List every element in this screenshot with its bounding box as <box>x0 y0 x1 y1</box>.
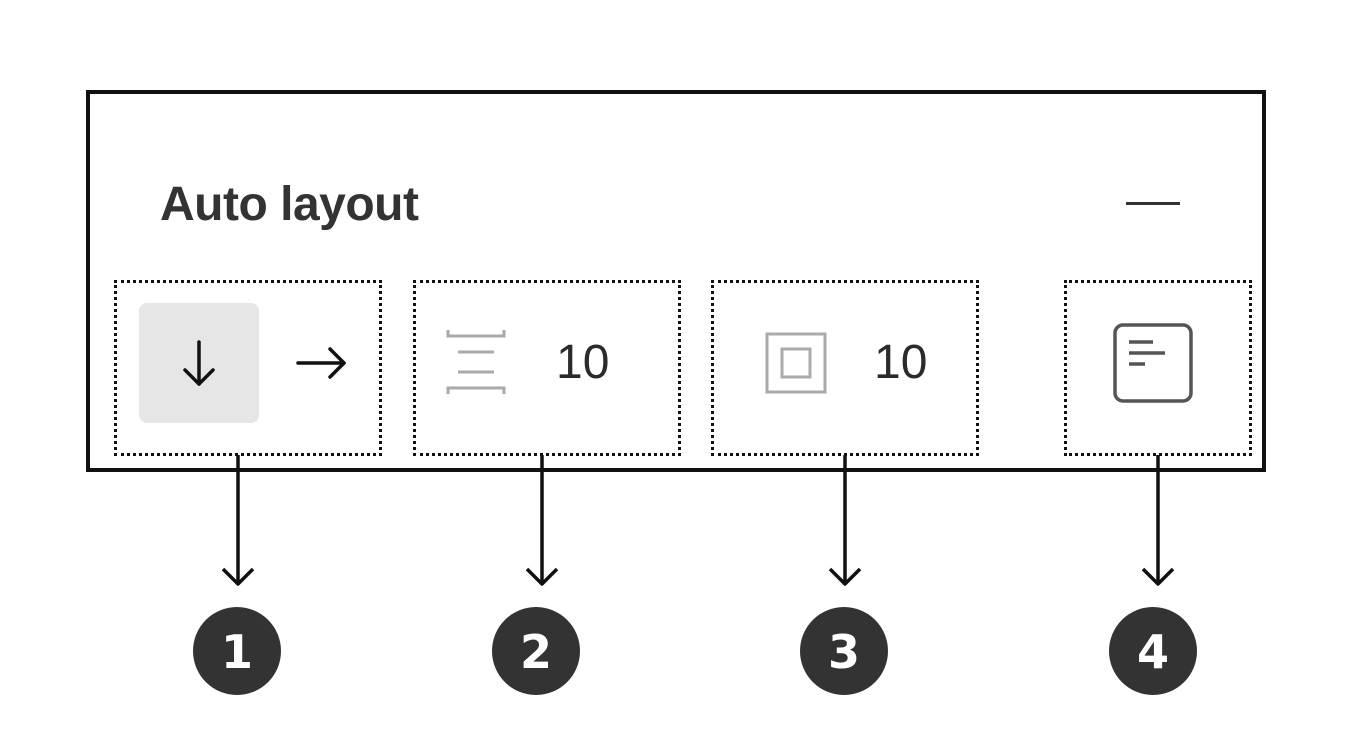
direction-horizontal-button[interactable] <box>262 303 382 423</box>
align-left-text-icon <box>1113 323 1193 403</box>
callout-badge-label-3: 3 <box>828 625 860 679</box>
minus-icon <box>1126 202 1180 205</box>
padding-square-icon <box>765 332 827 394</box>
spacing-value-input[interactable]: 10 <box>556 336 610 389</box>
callout-badge-1: 1 <box>193 607 281 695</box>
direction-group-outline <box>114 280 382 456</box>
callout-badge-label-2: 2 <box>520 625 552 679</box>
vertical-spacing-icon <box>446 330 506 394</box>
callout-badge-4: 4 <box>1109 607 1197 695</box>
spacing-group-outline <box>413 280 681 456</box>
alignment-group-outline <box>1064 280 1252 456</box>
direction-vertical-button[interactable] <box>139 303 259 423</box>
callout-badge-2: 2 <box>492 607 580 695</box>
alignment-button[interactable] <box>1112 322 1196 404</box>
callout-arrow-1 <box>221 455 255 586</box>
callout-badge-label-1: 1 <box>221 625 253 679</box>
callout-arrow-4 <box>1141 455 1175 586</box>
callout-arrow-2 <box>525 455 559 586</box>
padding-group-outline <box>711 280 979 456</box>
padding-value-input[interactable]: 10 <box>874 336 928 389</box>
panel-title: Auto layout <box>160 178 419 231</box>
arrow-right-icon <box>296 347 346 379</box>
callout-badge-3: 3 <box>800 607 888 695</box>
arrow-down-icon <box>183 340 215 386</box>
callout-badge-label-4: 4 <box>1137 625 1169 679</box>
remove-auto-layout-button[interactable] <box>1118 180 1190 228</box>
callout-arrow-3 <box>828 455 862 586</box>
